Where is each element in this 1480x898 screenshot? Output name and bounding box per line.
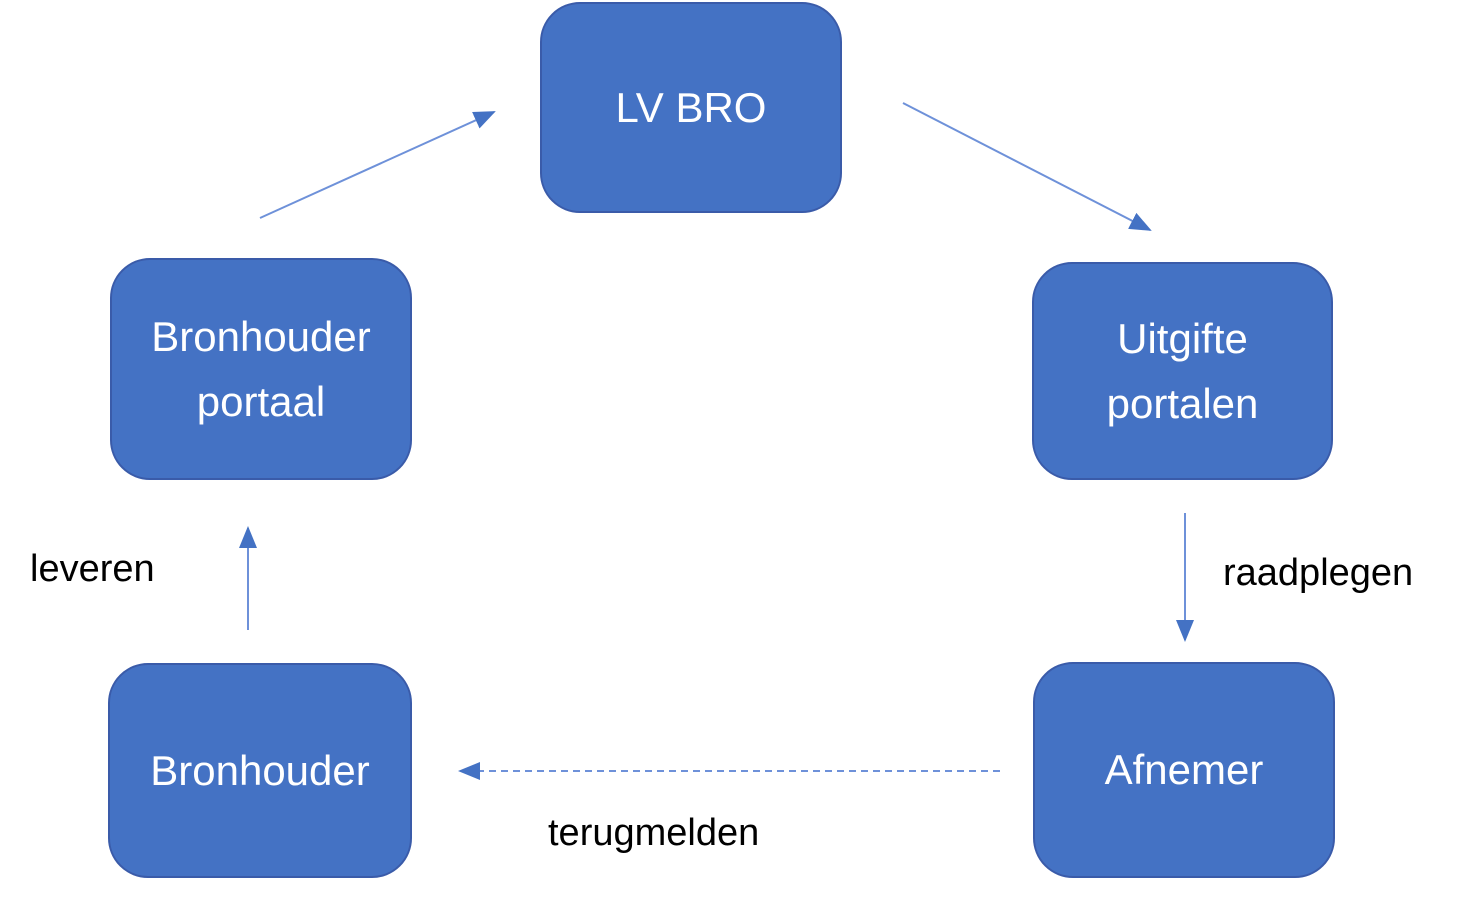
node-lv-bro: LV BRO [540,2,842,213]
node-bronhouder-portaal: Bronhouder portaal [110,258,412,480]
node-label: LV BRO [615,83,767,131]
node-label: Uitgifte portalen [1106,314,1259,427]
node-label: Afnemer [1104,746,1264,794]
node-uitgifte-portalen: Uitgifte portalen [1032,262,1333,480]
node-bronhouder: Bronhouder [108,663,412,878]
edge-label-terugmelden: terugmelden [548,812,760,854]
edge-label-leveren: leveren [30,548,155,590]
node-afnemer: Afnemer [1033,662,1335,878]
node-label: Bronhouder portaal [151,312,371,425]
arrow-lvbro-to-uitgifteportalen [902,102,1152,231]
edge-label-raadplegen: raadplegen [1223,552,1414,594]
node-label: Bronhouder [150,746,370,794]
arrow-bronhouderportaal-to-lvbro [259,111,496,219]
